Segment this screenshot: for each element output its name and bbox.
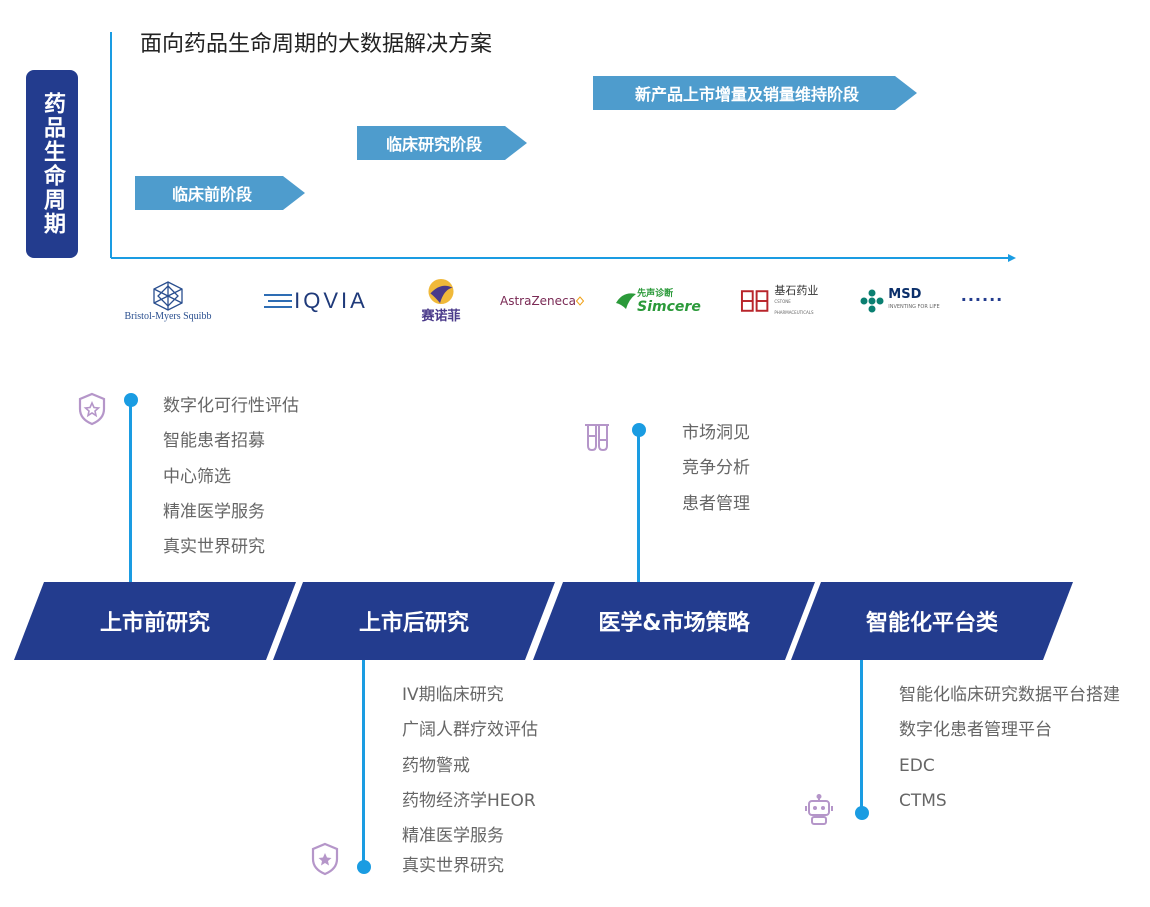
bms-wordmark: Bristol-Myers Squibb — [124, 310, 212, 322]
msd-mark-icon — [860, 289, 884, 313]
list-item: 数字化可行性评估 — [163, 396, 299, 416]
list-item: 广阔人群疗效评估 — [402, 720, 538, 741]
connector-premarket — [129, 400, 132, 584]
list-item: EDC — [899, 755, 935, 776]
list-item: IV期临床研究 — [402, 685, 504, 705]
shield-star-icon — [78, 392, 106, 426]
iqvia-lines-icon — [264, 294, 293, 308]
dot-premarket — [124, 393, 138, 407]
list-item: 精准医学服务 — [163, 501, 265, 522]
iqvia-wordmark: IQVIA — [294, 288, 368, 313]
robot-icon — [805, 794, 833, 825]
lifecycle-badge: 药品生命周期 — [26, 70, 78, 258]
list-item: 真实世界研究 — [163, 537, 265, 558]
connector-postmarket — [362, 658, 365, 868]
logo-sanofi: 赛诺菲 — [410, 278, 472, 324]
lifecycle-axes — [110, 32, 1016, 262]
cstone-mark-icon — [740, 290, 769, 312]
dot-postmarket — [357, 860, 371, 874]
list-item: 竞争分析 — [682, 458, 750, 479]
logo-simcere: 先声诊断 Simcere — [612, 278, 704, 324]
simcere-cn-wordmark: 先声诊断 — [637, 289, 674, 299]
logo-iqvia: IQVIA — [258, 278, 374, 324]
astrazeneca-symbol-icon — [576, 296, 584, 306]
category-postmarket: 上市后研究 — [273, 582, 555, 660]
msd-subtitle: INVENTING FOR LIFE — [888, 304, 940, 310]
bms-star-icon — [153, 280, 183, 311]
logo-bms: Bristol-Myers Squibb — [118, 278, 218, 324]
list-item: 智能化临床研究数据平台搭建 — [899, 685, 1120, 705]
simcere-leaf-icon — [616, 293, 637, 309]
list-platform: 智能化临床研究数据平台搭建 数字化患者管理平台 EDC CTMS — [899, 683, 1120, 824]
stage-preclinical: 临床前阶段 — [135, 176, 305, 210]
logo-msd: MSD INVENTING FOR LIFE — [852, 278, 948, 324]
list-item: 药物经济学HEOR — [402, 790, 536, 811]
more-ellipsis: ...... — [960, 285, 1004, 305]
list-item: 药物警戒 — [402, 755, 470, 776]
connector-platform — [860, 658, 863, 814]
sanofi-bird-icon — [428, 278, 454, 305]
sanofi-wordmark: 赛诺菲 — [421, 309, 461, 324]
list-postmarket: IV期临床研究 广阔人群疗效评估 药物警戒 药物经济学HEOR 精准医学服务 真… — [402, 683, 538, 889]
list-item: 患者管理 — [682, 493, 750, 514]
list-item: 市场洞见 — [682, 423, 750, 443]
lifecycle-title: 面向药品生命周期的大数据解决方案 — [140, 32, 493, 57]
msd-wordmark: MSD — [888, 287, 922, 302]
logo-more: ...... — [958, 272, 1006, 318]
category-platform: 智能化平台类 — [791, 582, 1073, 660]
simcere-wordmark: Simcere — [637, 299, 701, 315]
stage-postmarket: 新产品上市增量及销量维持阶段 — [593, 76, 917, 110]
list-item: 精准医学服务 — [402, 826, 504, 847]
shield-star-icon-bottom — [311, 842, 339, 876]
list-item: 中心筛选 — [163, 466, 231, 487]
connector-medical — [637, 430, 640, 584]
list-premarket: 数字化可行性评估 智能患者招募 中心筛选 精准医学服务 真实世界研究 — [163, 394, 299, 570]
list-item: CTMS — [899, 790, 947, 811]
dot-platform — [855, 806, 869, 820]
list-item: 数字化患者管理平台 — [899, 720, 1052, 741]
category-premarket: 上市前研究 — [14, 582, 296, 660]
test-tubes-icon — [585, 424, 609, 452]
cstone-subtitle: CSTONE PHARMACEUTICALS — [774, 298, 814, 315]
logo-cstone: 基石药业 CSTONE PHARMACEUTICALS — [740, 278, 830, 324]
list-medical: 市场洞见 竞争分析 患者管理 — [682, 421, 750, 527]
dot-medical — [632, 423, 646, 437]
logo-astrazeneca: AstraZeneca — [500, 278, 584, 324]
category-medical-market: 医学&市场策略 — [533, 582, 815, 660]
list-item: 真实世界研究 — [402, 856, 504, 877]
list-item: 智能患者招募 — [163, 431, 265, 452]
astrazeneca-wordmark: AstraZeneca — [500, 294, 576, 308]
cstone-wordmark: 基石药业 — [774, 283, 819, 297]
stage-clinical: 临床研究阶段 — [357, 126, 527, 160]
